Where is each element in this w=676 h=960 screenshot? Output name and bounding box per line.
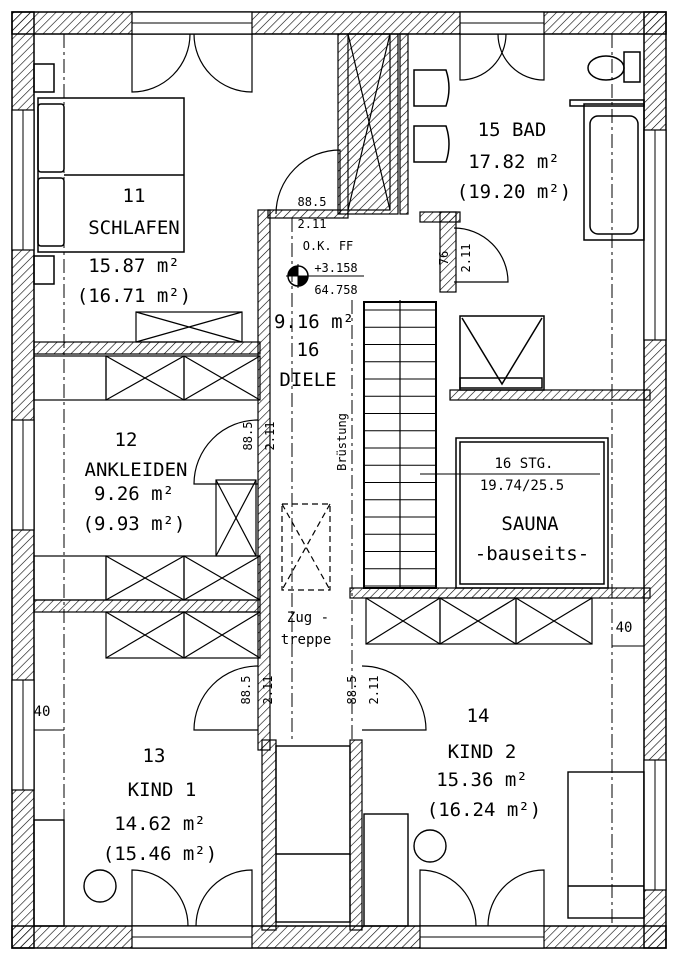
stair-ratio: 19.74/25.5 bbox=[480, 478, 564, 494]
room-note-sauna: -bauseits- bbox=[475, 543, 589, 565]
door1-height: 2.11 bbox=[298, 217, 327, 231]
room-area-total-bad: (19.20 m²) bbox=[457, 181, 571, 203]
room-number-schlafen: 11 bbox=[123, 185, 146, 207]
door4-height: 2.11 bbox=[261, 676, 275, 705]
wall-dimension-labels: 40 40 bbox=[34, 620, 644, 731]
room-area-ankleiden: 9.26 m² bbox=[94, 483, 174, 505]
room-area-schlafen: 15.87 m² bbox=[88, 255, 180, 277]
bathroom-fixtures bbox=[413, 51, 645, 391]
stair-treads bbox=[364, 309, 436, 587]
room-area-kind2: 15.36 m² bbox=[436, 769, 528, 791]
dashed-lines bbox=[63, 34, 613, 926]
attic-stair-line1: Zug - bbox=[287, 610, 329, 626]
door-dimension-labels: 88.5 2.11 76 2.11 88.5 2.11 88.5 2.11 88… bbox=[239, 195, 473, 704]
room-area-kind1: 14.62 m² bbox=[114, 813, 206, 835]
room-number-diele: 16 bbox=[297, 339, 320, 361]
room-name-schlafen: SCHLAFEN bbox=[88, 217, 180, 239]
door3-width: 88.5 bbox=[241, 422, 255, 451]
window-glass-lines bbox=[22, 22, 656, 938]
room-area-total-ankleiden: (9.93 m²) bbox=[83, 513, 186, 535]
wardrobes bbox=[33, 33, 593, 659]
room-area-total-kind1: (15.46 m²) bbox=[103, 843, 217, 865]
wall-dim-right: 40 bbox=[616, 620, 633, 636]
railing-label: Brüstung bbox=[335, 413, 349, 471]
level-label: O.K. FF bbox=[303, 239, 354, 253]
level-labels: O.K. FF +3.158 64.758 bbox=[303, 239, 358, 297]
attic-stair-labels: Zug - treppe bbox=[281, 610, 332, 648]
room-area-diele: 9.16 m² bbox=[274, 311, 354, 333]
room-labels: 11 SCHLAFEN 15.87 m² (16.71 m²) 15 BAD 1… bbox=[77, 119, 589, 865]
double-bed bbox=[33, 63, 185, 285]
door5-width: 88.5 bbox=[345, 676, 359, 705]
room-name-kind1: KIND 1 bbox=[128, 779, 197, 801]
room-number-kind1: 13 bbox=[143, 745, 166, 767]
door3-height: 2.11 bbox=[263, 422, 277, 451]
wall-dim-left: 40 bbox=[34, 704, 51, 720]
room-area-total-kind2: (16.24 m²) bbox=[427, 799, 541, 821]
room-number-bad: 15 BAD bbox=[478, 119, 547, 141]
door1-width: 88.5 bbox=[298, 195, 327, 209]
room-number-kind2: 14 bbox=[467, 705, 490, 727]
stair-labels: 16 STG. 19.74/25.5 bbox=[420, 456, 600, 494]
stair-steps: 16 STG. bbox=[494, 456, 553, 472]
kids-furniture bbox=[33, 745, 645, 927]
room-name-ankleiden: ANKLEIDEN bbox=[85, 459, 188, 481]
door2-width: 76 bbox=[437, 251, 451, 265]
level-absolute: 64.758 bbox=[314, 283, 357, 297]
attic-stair-hatch bbox=[281, 503, 331, 591]
door2-height: 2.11 bbox=[459, 244, 473, 273]
level-relative: +3.158 bbox=[314, 261, 357, 275]
level-marker bbox=[286, 264, 364, 288]
door-swings bbox=[131, 33, 545, 927]
door5-height: 2.11 bbox=[367, 676, 381, 705]
room-area-bad: 17.82 m² bbox=[468, 151, 560, 173]
room-name-sauna: SAUNA bbox=[501, 513, 559, 535]
room-number-ankleiden: 12 bbox=[115, 429, 138, 451]
room-name-diele: DIELE bbox=[279, 369, 336, 391]
room-area-total-schlafen: (16.71 m²) bbox=[77, 285, 191, 307]
sauna-cabin bbox=[455, 437, 609, 589]
room-name-kind2: KIND 2 bbox=[448, 741, 517, 763]
staircase bbox=[363, 300, 437, 589]
door4-width: 88.5 bbox=[239, 676, 253, 705]
attic-stair-line2: treppe bbox=[281, 632, 332, 648]
